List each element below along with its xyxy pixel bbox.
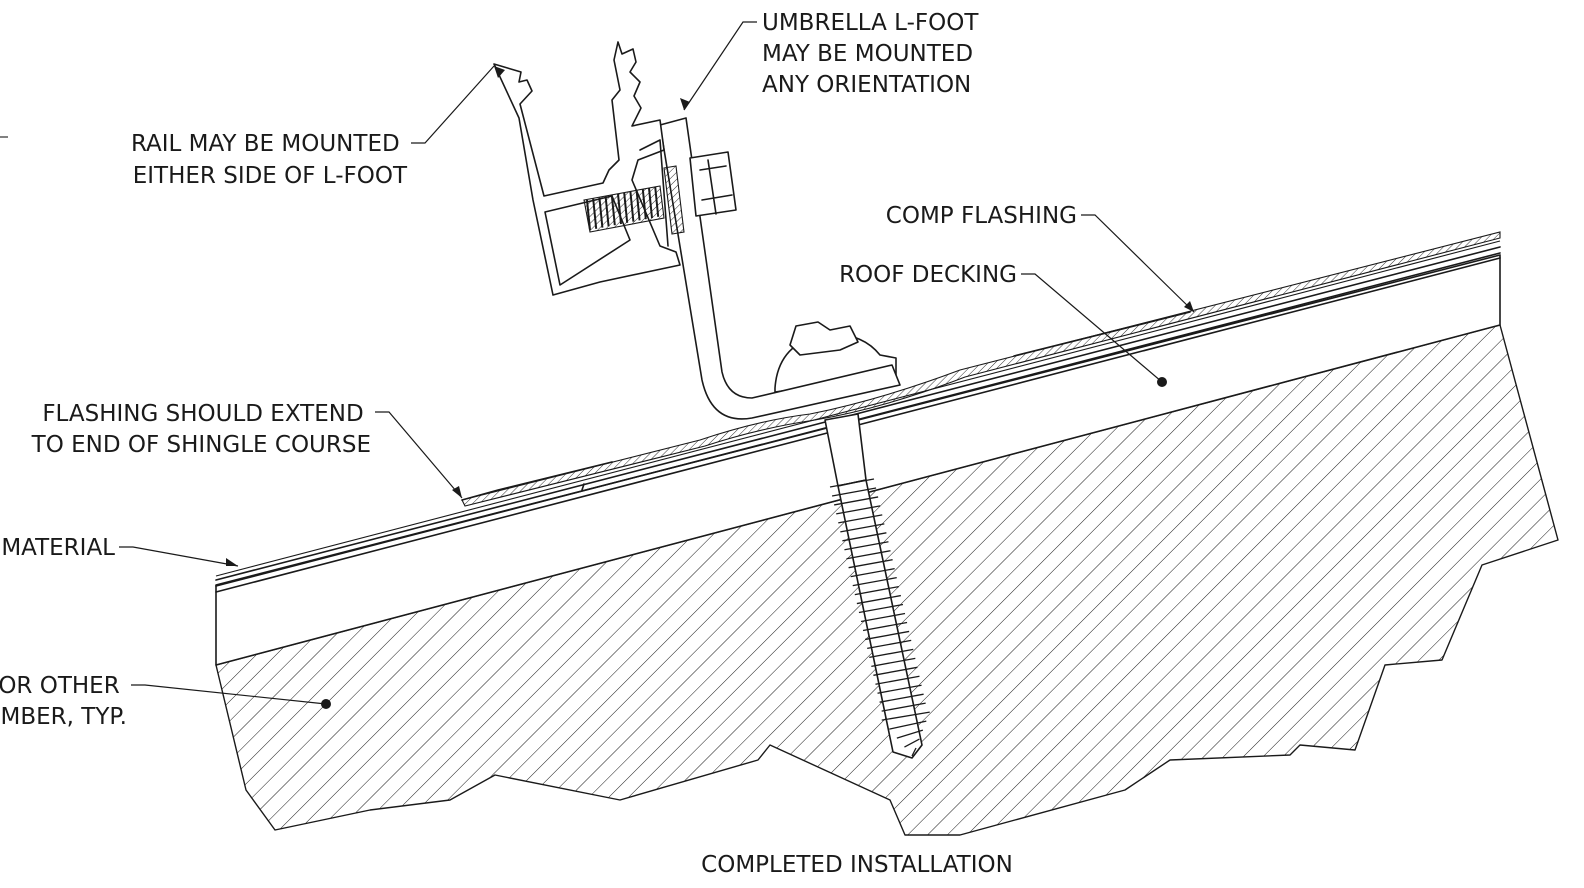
t-bolt-threads xyxy=(586,186,660,231)
dot-rafter xyxy=(321,699,331,709)
arrowhead-flashing-extend xyxy=(452,486,462,498)
arrowhead-rail xyxy=(494,66,505,78)
callout-flashing-extend: FLASHING SHOULD EXTEND TO END OF SHINGLE… xyxy=(31,401,371,458)
hex-nut xyxy=(789,321,859,356)
leader-rafter xyxy=(131,684,327,705)
rail-inner-lip xyxy=(639,139,669,247)
arrowhead-roofing-material xyxy=(226,558,238,566)
drawing-caption: COMPLETED INSTALLATION xyxy=(701,852,1013,878)
leader-umbrella-lfoot xyxy=(683,21,757,111)
comp-flashing xyxy=(461,231,1501,507)
leader-roof-decking xyxy=(1021,273,1163,383)
arrowhead-comp-flashing xyxy=(1184,301,1194,312)
callout-roof-decking: ROOF DECKING xyxy=(839,262,1017,288)
flange-nut-face xyxy=(699,159,733,215)
flashing-edge-left xyxy=(461,461,613,501)
lag-screw-threads xyxy=(829,478,930,757)
l-foot-bracket xyxy=(659,117,901,420)
rail-profile xyxy=(493,41,681,296)
callout-roofing-material: MATERIAL xyxy=(1,535,115,561)
callout-umbrella-lfoot: UMBRELLA L-FOOT MAY BE MOUNTED ANY ORIEN… xyxy=(762,10,986,98)
arrowhead-umbrella-lfoot xyxy=(680,98,690,110)
flashing-step-mark xyxy=(581,483,585,491)
callout-comp-flashing: COMP FLASHING xyxy=(886,203,1077,229)
leader-roofing-material xyxy=(119,546,239,567)
leader-comp-flashing xyxy=(1081,214,1195,313)
callout-rail: RAIL MAY BE MOUNTED EITHER SIDE OF L-FOO… xyxy=(131,131,408,189)
leader-rail xyxy=(411,65,495,144)
leader-flashing-extend xyxy=(375,411,463,499)
callout-rafter: OR OTHER MBER, TYP. xyxy=(0,673,127,730)
dot-roof-decking xyxy=(1157,377,1167,387)
flashing-step-right xyxy=(1013,311,1191,357)
lock-washer xyxy=(663,165,685,235)
flange-nut xyxy=(689,151,737,217)
